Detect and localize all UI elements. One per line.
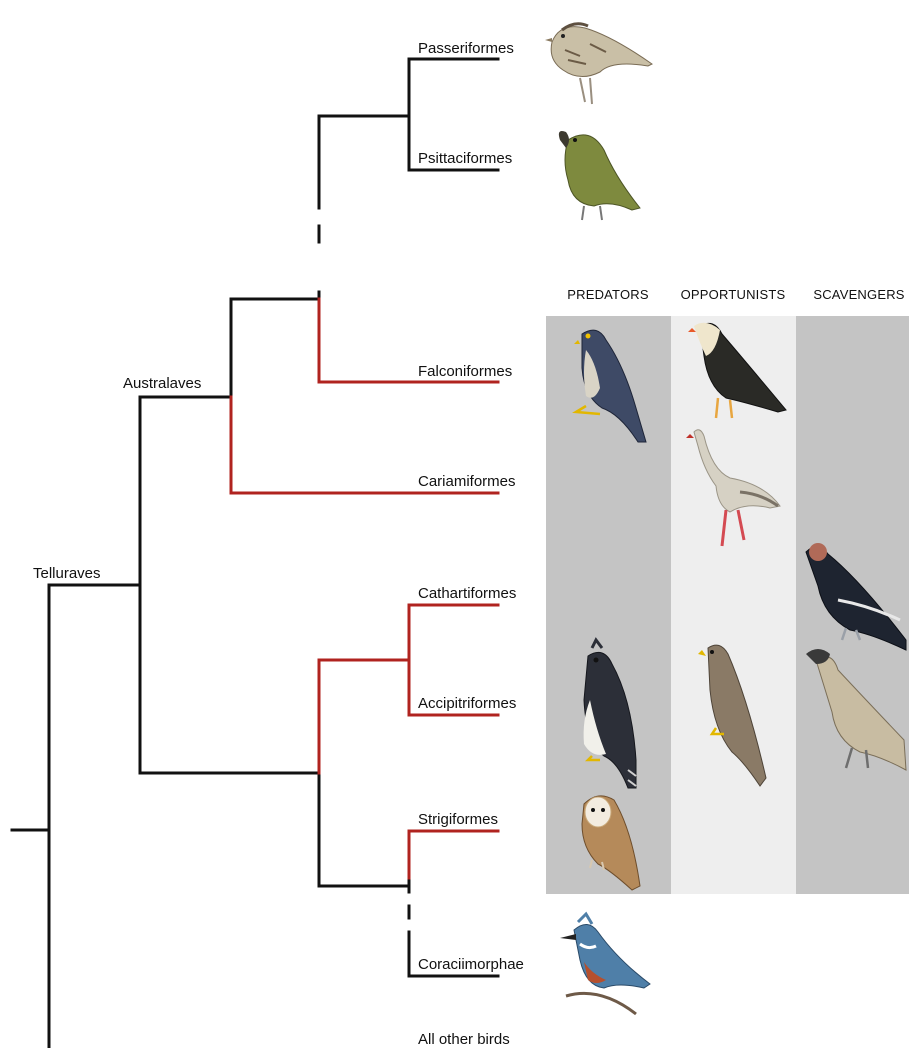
strigiformes-label: Strigiformes (418, 811, 498, 828)
coraciimorphae-label: Coraciimorphae (418, 956, 524, 973)
scavengers-header: SCAVENGERS (813, 287, 904, 302)
psittaciformes-label: Psittaciformes (418, 150, 512, 167)
telluraves-label: Telluraves (33, 565, 101, 582)
australaves-label: Australaves (123, 375, 201, 392)
opportunists-header: OPPORTUNISTS (681, 287, 786, 302)
tree-black-branches (12, 59, 498, 1048)
falconiformes-label: Falconiformes (418, 363, 512, 380)
cathartiformes-label: Cathartiformes (418, 585, 516, 602)
accipitriformes-label: Accipitriformes (418, 695, 516, 712)
kingfisher-icon (560, 914, 650, 1014)
sparrow-icon (545, 24, 652, 104)
kea-parrot-icon (559, 131, 640, 220)
passeriformes-label: Passeriformes (418, 40, 514, 57)
all-other-birds-label: All other birds (418, 1031, 510, 1048)
predators-header: PREDATORS (567, 287, 649, 302)
cariamiformes-label: Cariamiformes (418, 473, 516, 490)
